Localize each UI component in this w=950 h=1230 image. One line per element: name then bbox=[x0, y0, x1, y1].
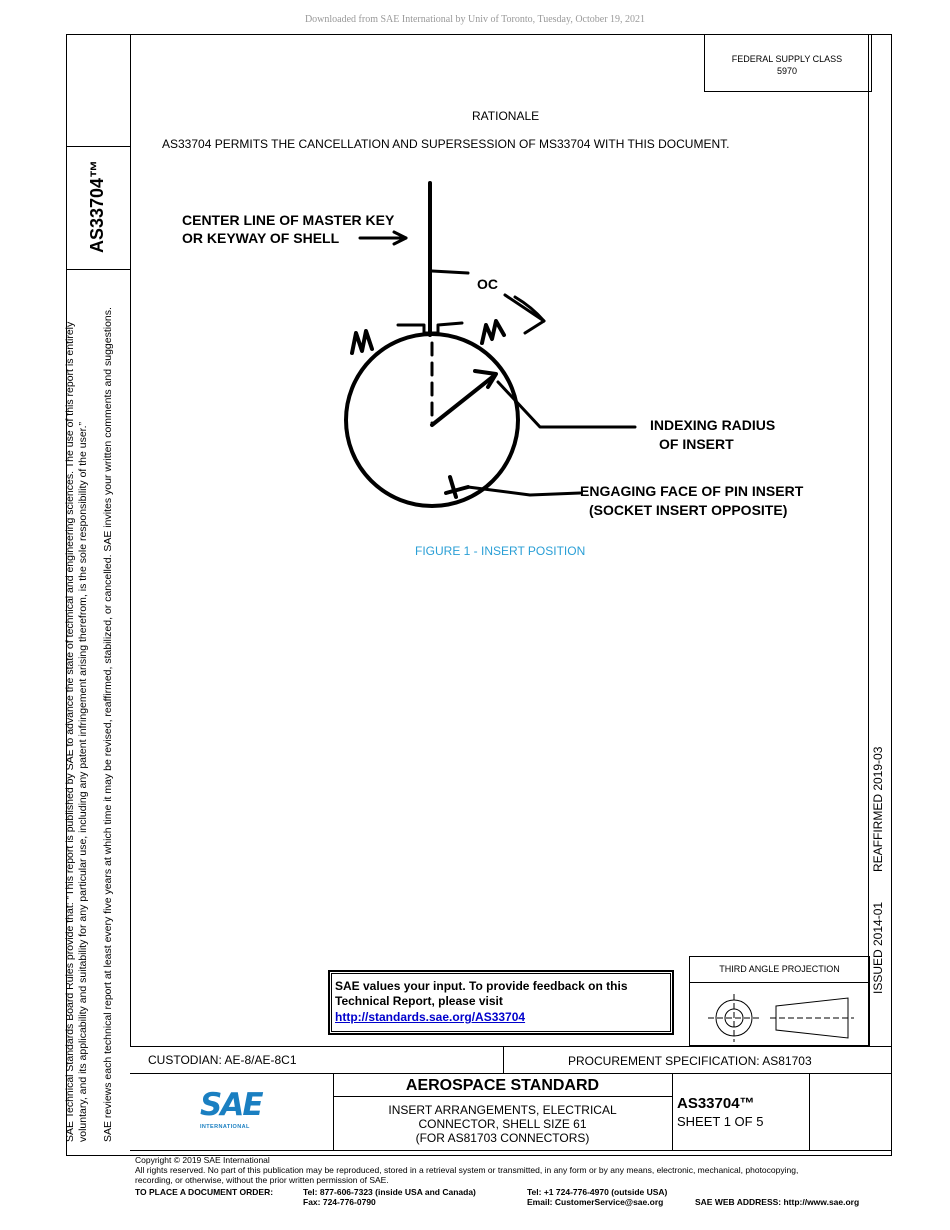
federal-supply-line1: FEDERAL SUPPLY CLASS bbox=[731, 54, 843, 64]
projection-label: THIRD ANGLE PROJECTION bbox=[719, 964, 840, 974]
zigzag-left bbox=[350, 329, 374, 355]
sae-logo-subtext: INTERNATIONAL bbox=[200, 1124, 250, 1130]
side-note-line1: SAE Technical Standards Board Rules prov… bbox=[64, 321, 76, 1142]
page-frame bbox=[66, 34, 892, 1156]
feedback-line1: SAE values your input. To provide feedba… bbox=[335, 979, 628, 993]
sheet-number: SHEET 1 OF 5 bbox=[677, 1114, 764, 1129]
projection-divider bbox=[689, 982, 870, 983]
leader-centerline-head bbox=[392, 230, 408, 246]
side-note-line3: SAE reviews each technical report at lea… bbox=[102, 307, 114, 1142]
footer-tel-intl: Tel: +1 724-776-4970 (outside USA) bbox=[527, 1187, 668, 1197]
engaging-face-marker bbox=[444, 475, 470, 499]
title-block-divider-2 bbox=[672, 1073, 673, 1150]
footer-web: SAE WEB ADDRESS: http://www.sae.org bbox=[695, 1197, 860, 1207]
feedback-box-inner bbox=[331, 973, 671, 1032]
rationale-heading: RATIONALE bbox=[472, 109, 540, 123]
title-line1: INSERT ARRANGEMENTS, ELECTRICAL bbox=[388, 1103, 617, 1117]
aerospace-standard-heading: AEROSPACE STANDARD bbox=[405, 1077, 600, 1094]
federal-supply-line2: 5970 bbox=[776, 66, 798, 76]
sae-logo: SAE INTERNATIONAL bbox=[200, 1088, 270, 1136]
rationale-text: AS33704 PERMITS THE CANCELLATION AND SUP… bbox=[162, 137, 730, 151]
doc-number: AS33704™ bbox=[677, 1095, 755, 1112]
leader-oc bbox=[503, 293, 546, 323]
side-note-line2: voluntary, and its applicability and sui… bbox=[77, 421, 89, 1142]
oc-arc-right bbox=[513, 295, 546, 335]
label-centerline-1: CENTER LINE OF MASTER KEY bbox=[182, 212, 395, 228]
projection-symbol bbox=[708, 994, 854, 1042]
footer-copyright: Copyright © 2019 SAE International bbox=[135, 1155, 270, 1165]
title-row-top bbox=[130, 1046, 892, 1047]
issued-date: ISSUED 2014-01 bbox=[871, 901, 885, 994]
radius-arrowhead bbox=[473, 369, 498, 389]
zigzag-right bbox=[480, 319, 506, 345]
footer-order-label: TO PLACE A DOCUMENT ORDER: bbox=[135, 1187, 274, 1197]
leader-indexing bbox=[496, 380, 637, 429]
doc-id-side: AS33704™ bbox=[87, 159, 107, 253]
projection-box bbox=[689, 956, 870, 1046]
doc-id-box-top bbox=[66, 146, 130, 147]
title-line3: (FOR AS81703 CONNECTORS) bbox=[415, 1131, 590, 1145]
download-banner: Downloaded from SAE International by Uni… bbox=[304, 14, 646, 25]
left-column-divider bbox=[130, 34, 131, 1046]
label-indexing-1: INDEXING RADIUS bbox=[650, 417, 776, 433]
title-block-divider-1 bbox=[333, 1073, 334, 1150]
reaffirmed-date: REAFFIRMED 2019-03 bbox=[871, 746, 885, 872]
custodian-divider bbox=[503, 1046, 504, 1073]
right-column-divider bbox=[868, 34, 869, 1046]
label-oc: OC bbox=[477, 276, 498, 292]
sae-logo-text: SAE bbox=[200, 1087, 264, 1123]
aerospace-heading-underline bbox=[333, 1096, 672, 1097]
doc-id-box-bottom bbox=[66, 269, 130, 270]
feedback-line2: Technical Report, please visit bbox=[335, 994, 503, 1008]
title-line2: CONNECTOR, SHELL SIZE 61 bbox=[418, 1117, 587, 1131]
footer-tel-us: Tel: 877-606-7323 (inside USA and Canada… bbox=[303, 1187, 476, 1197]
title-block-divider-3 bbox=[809, 1073, 810, 1150]
label-engaging-2: (SOCKET INSERT OPPOSITE) bbox=[589, 502, 788, 518]
footer-rights2: recording, or otherwise, without the pri… bbox=[135, 1175, 389, 1185]
oc-arc-left bbox=[430, 269, 470, 275]
label-centerline-2: OR KEYWAY OF SHELL bbox=[182, 230, 340, 246]
insert-position-figure bbox=[344, 181, 637, 508]
feedback-box bbox=[328, 970, 674, 1035]
feedback-link[interactable]: http://standards.sae.org/AS33704 bbox=[335, 1010, 526, 1024]
footer-email: Email: CustomerService@sae.org bbox=[527, 1197, 664, 1207]
footer-rights1: All rights reserved. No part of this pub… bbox=[135, 1165, 799, 1175]
federal-supply-box bbox=[704, 34, 872, 92]
indexing-radius bbox=[430, 373, 497, 427]
custodian-row-bottom bbox=[130, 1073, 892, 1074]
title-block-bottom bbox=[130, 1150, 892, 1151]
procurement-spec: PROCUREMENT SPECIFICATION: AS81703 bbox=[568, 1054, 812, 1068]
figure-caption: FIGURE 1 - INSERT POSITION bbox=[415, 544, 586, 558]
label-indexing-2: OF INSERT bbox=[659, 436, 734, 452]
insert-circle bbox=[344, 332, 520, 508]
label-engaging-1: ENGAGING FACE OF PIN INSERT bbox=[580, 483, 804, 499]
custodian: CUSTODIAN: AE-8/AE-8C1 bbox=[148, 1053, 297, 1067]
footer-fax: Fax: 724-776-0790 bbox=[303, 1197, 376, 1207]
leader-engaging bbox=[466, 485, 582, 497]
